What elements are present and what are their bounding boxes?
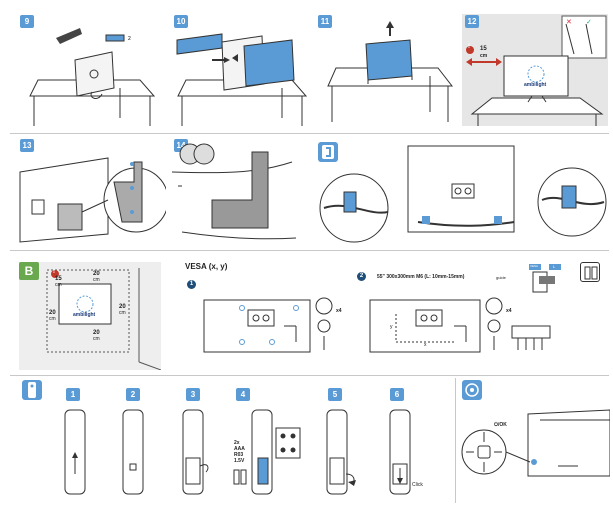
svg-text:✓: ✓ [586, 19, 592, 26]
battery-line-1: 2x [234, 440, 240, 446]
remote-step-3 [180, 404, 216, 500]
joystick-illustration: ⏻/OK [458, 402, 610, 502]
vesa-1-screw-count: x4 [336, 308, 342, 314]
dim-left-unit: cm [49, 316, 56, 322]
dim-bottom-unit: cm [93, 336, 100, 342]
dim-left-value: 20 [49, 310, 56, 316]
joystick-label: ⏻/OK [494, 422, 507, 428]
divider-top [10, 133, 609, 134]
remote-control-icon [22, 380, 42, 400]
step-12-illustration: ✕ ✓ ! 15 cm ambilight [462, 14, 608, 126]
section-b-logo: ambilight [73, 312, 96, 318]
wall-mount-icon [580, 262, 600, 282]
dim-right-value: 20 [119, 304, 126, 310]
dim-top-left-value: 15 [55, 276, 62, 282]
step-12-badge: 12 [465, 15, 479, 28]
remote-step-4: 2x AAA R03 1.5V [230, 404, 310, 500]
svg-text:✕: ✕ [566, 19, 572, 26]
step-9-illustration: 2 [20, 18, 160, 128]
remote-step-5-badge: 5 [328, 388, 342, 401]
vesa-tag-a: VESA [530, 264, 539, 268]
cable-clip-icon [318, 142, 338, 162]
remote-step-3-badge: 3 [186, 388, 200, 401]
section-b-illustration: ! ambilight 15 cm 20 cm 20 cm 20 cm 20 c… [19, 262, 161, 370]
vesa-option-2-suffix: guide [496, 275, 506, 280]
step-11-illustration [318, 18, 458, 128]
step-12-warning: ! [468, 44, 470, 50]
remote-step-6-badge: 6 [390, 388, 404, 401]
divider-lower [10, 375, 609, 376]
battery-line-3: R03 [234, 452, 244, 458]
remote-step-1-badge: 1 [66, 388, 80, 401]
remote-step-2-badge: 2 [126, 388, 140, 401]
remote-step-2 [120, 404, 150, 500]
vesa-tag-b: L [553, 264, 556, 269]
joystick-icon [462, 380, 482, 400]
battery-line-2: AAA [234, 446, 245, 452]
svg-text:2: 2 [128, 36, 131, 42]
vesa-y-label: y [390, 324, 393, 330]
vesa-option-1-illustration: x4 [200, 296, 350, 358]
dim-right-unit: cm [119, 310, 126, 316]
vesa-2-screw-count: x4 [506, 308, 512, 314]
step-10-illustration [172, 18, 312, 128]
dim-top-value: 20 [93, 271, 100, 277]
section-b-badge: B [19, 262, 39, 280]
vesa-x-label: x [424, 342, 427, 348]
dim-top-unit: cm [93, 277, 100, 283]
step-12-logo: ambilight [524, 82, 547, 88]
battery-line-4: 1.5V [234, 458, 245, 464]
step-13-badge: 13 [20, 139, 34, 152]
dim-top-left-unit: cm [55, 282, 62, 288]
step-12-gap-value: 15 [480, 46, 487, 52]
section-b-warning: ! [53, 269, 55, 275]
remote-step-1 [62, 404, 92, 500]
dim-bottom-value: 20 [93, 330, 100, 336]
step-9-badge: 9 [20, 15, 34, 28]
remote-step-4-badge: 4 [236, 388, 250, 401]
click-label: Click [412, 482, 423, 488]
vesa-option-1-badge: 1 [187, 280, 196, 289]
vesa-option-2-badge: 2 [357, 272, 366, 281]
step-12-gap-unit: cm [480, 53, 488, 59]
vesa-title: VESA (x, y) [185, 262, 228, 271]
remote-step-5 [324, 404, 364, 500]
step-13-illustration [18, 142, 166, 246]
remote-step-6: Click [384, 404, 444, 500]
step-10-badge: 10 [174, 15, 188, 28]
divider-vertical-bottom [455, 378, 456, 503]
vesa-size-diagram: VESA L [527, 262, 563, 298]
vesa-option-2-illustration: x4 x y [366, 296, 562, 358]
step-14-illustration [172, 142, 302, 246]
vesa-option-2-spec: 55" 300x300mm M6 (L: 10mm-15mm) [377, 274, 465, 280]
divider-middle [10, 250, 609, 251]
step-11-badge: 11 [318, 15, 332, 28]
cable-clip-illustration [318, 142, 608, 246]
